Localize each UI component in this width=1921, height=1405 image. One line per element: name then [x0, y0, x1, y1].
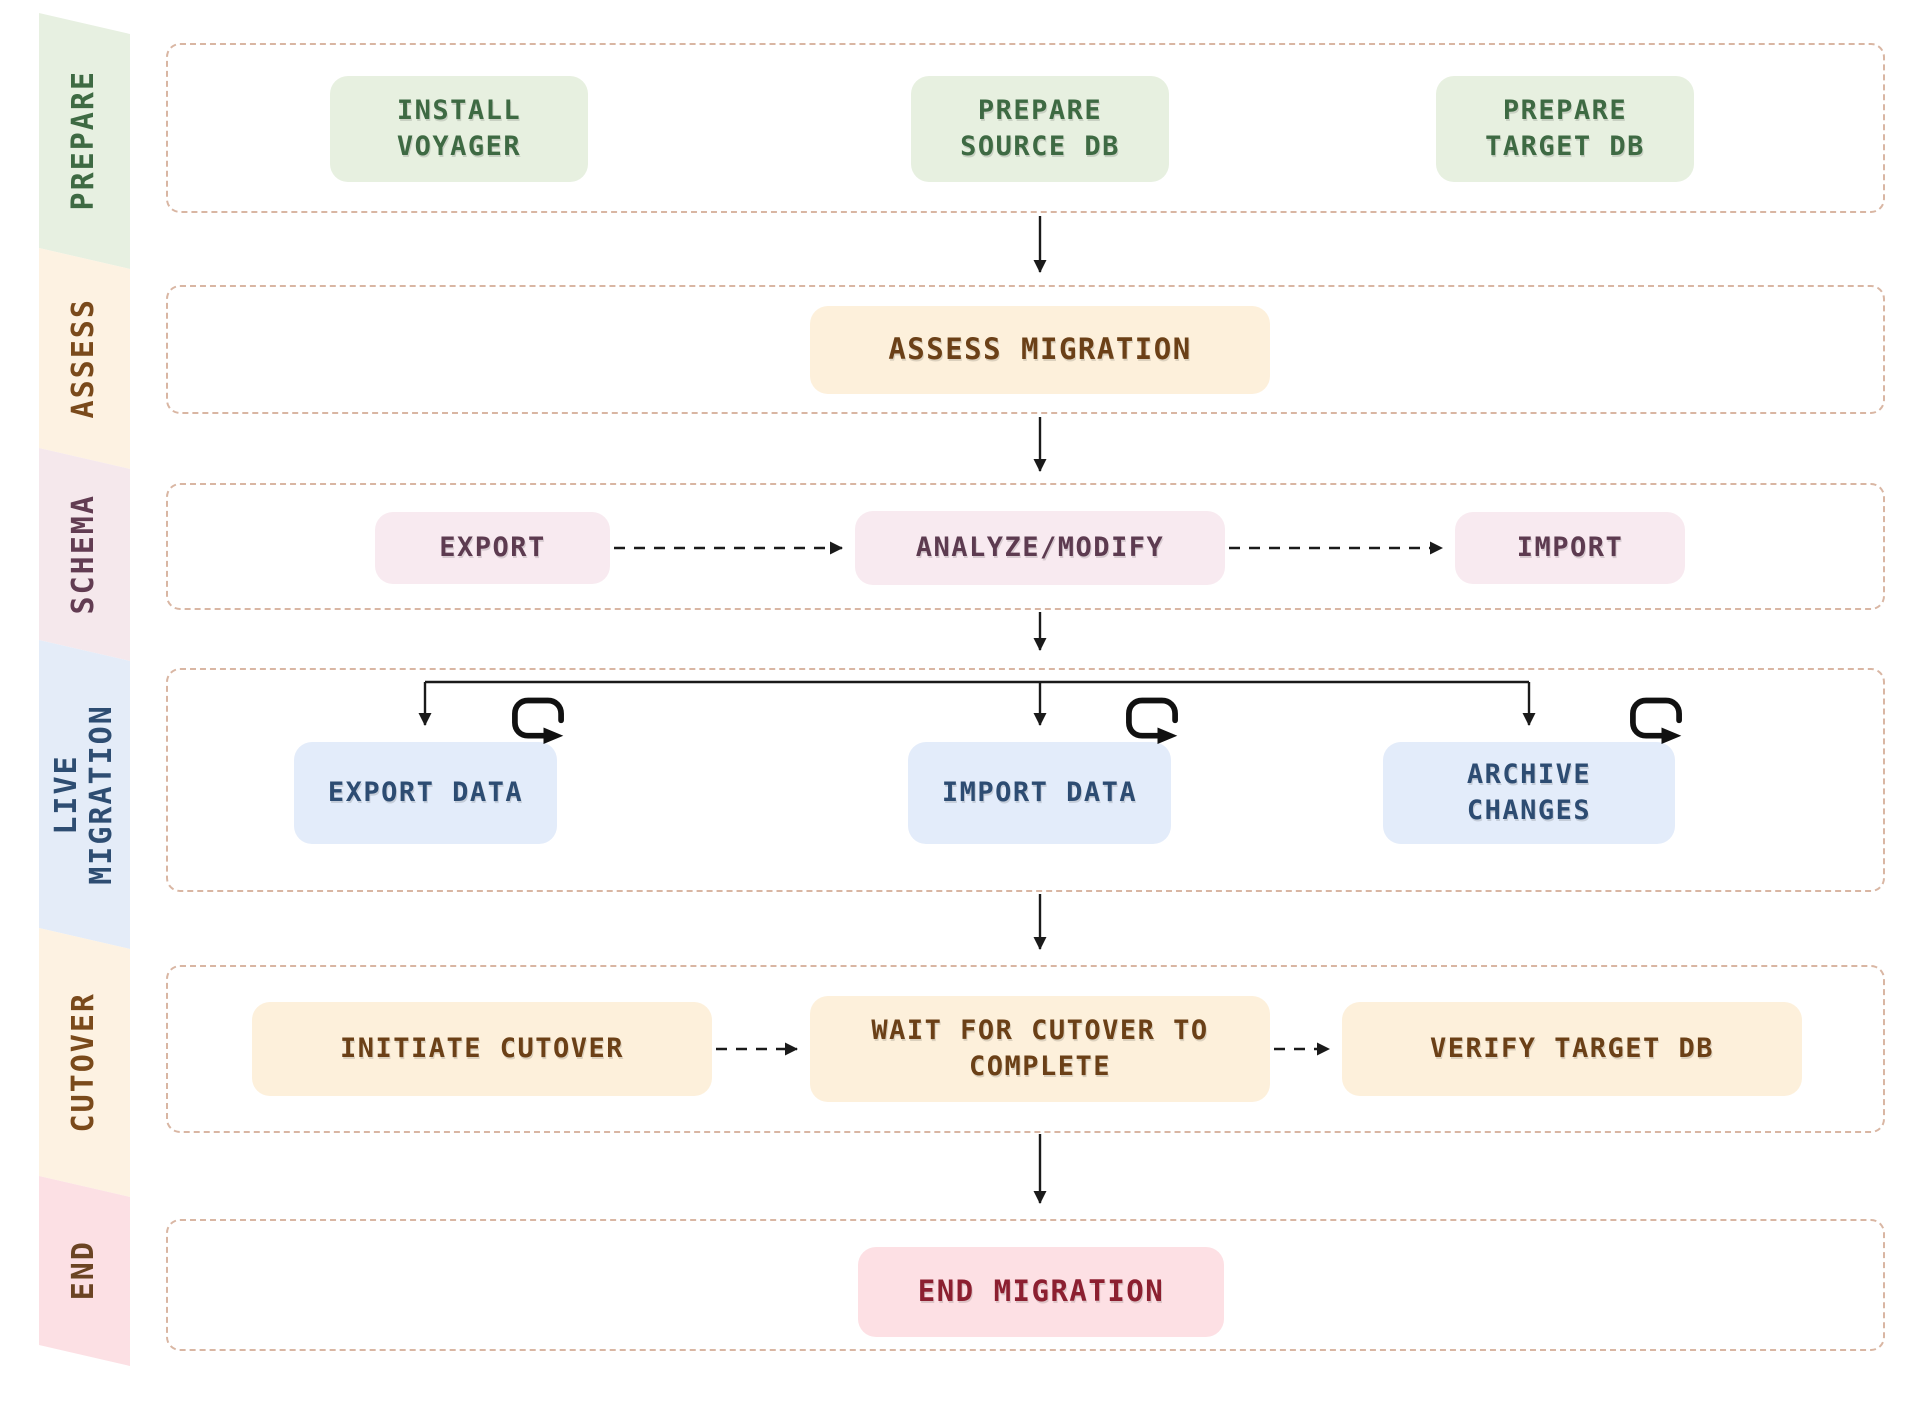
node-analyze-modify: ANALYZE/MODIFY	[855, 511, 1225, 585]
phase-ribbon	[39, 13, 130, 1367]
node-assess-migration: ASSESS MIGRATION	[810, 306, 1270, 394]
phase-band-end	[39, 1176, 130, 1367]
phase-band-assess	[39, 248, 130, 470]
node-import-data: IMPORT DATA	[908, 742, 1171, 844]
node-prepare-target-db: PREPARE TARGET DB	[1436, 76, 1694, 182]
node-archive-changes: ARCHIVE CHANGES	[1383, 742, 1675, 844]
node-end-migration: END MIGRATION	[858, 1247, 1224, 1337]
loop-icon	[512, 697, 564, 744]
node-install-voyager: INSTALL VOYAGER	[330, 76, 588, 182]
loop-icon	[1630, 697, 1682, 744]
phase-row-end	[166, 1219, 1885, 1351]
phase-row-schema	[166, 483, 1885, 610]
phase-band-prepare	[39, 13, 130, 270]
node-wait-for-cutover: WAIT FOR CUTOVER TO COMPLETE	[810, 996, 1270, 1102]
phase-row-prepare	[166, 43, 1885, 213]
node-import-schema: IMPORT	[1455, 512, 1685, 584]
phase-band-cutover	[39, 928, 130, 1198]
node-verify-target-db: VERIFY TARGET DB	[1342, 1002, 1802, 1096]
phase-row-live-migration	[166, 668, 1885, 892]
node-prepare-source-db: PREPARE SOURCE DB	[911, 76, 1169, 182]
node-export-data: EXPORT DATA	[294, 742, 557, 844]
phase-row-assess	[166, 285, 1885, 414]
loop-icon	[1126, 697, 1178, 744]
phase-row-cutover	[166, 965, 1885, 1133]
node-initiate-cutover: INITIATE CUTOVER	[252, 1002, 712, 1096]
node-export-schema: EXPORT	[375, 512, 610, 584]
phase-band-schema	[39, 448, 130, 662]
phase-band-live-migration	[39, 640, 130, 950]
